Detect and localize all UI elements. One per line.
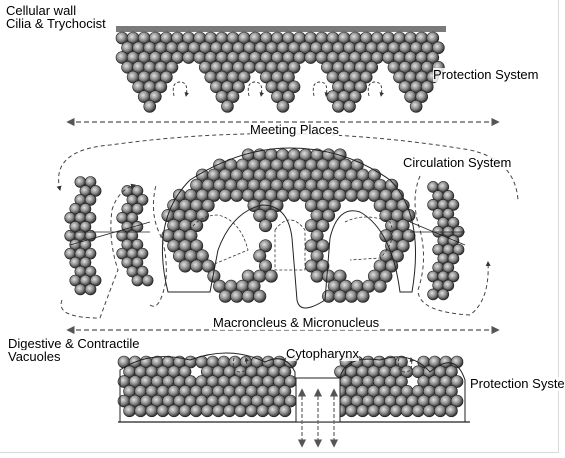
cell	[157, 405, 169, 417]
cell	[190, 405, 202, 417]
macronucleus-label: Macroncleus & Micronucleus	[213, 316, 379, 330]
cell	[231, 189, 243, 201]
cell	[412, 405, 424, 417]
cell	[344, 100, 356, 112]
left-inner-cells	[117, 185, 153, 286]
cell	[190, 260, 202, 272]
cell	[257, 405, 269, 417]
cell	[179, 260, 191, 272]
cell	[438, 289, 449, 300]
cell	[223, 405, 235, 417]
left-inner-loop	[150, 185, 166, 306]
cell	[346, 405, 358, 417]
cell	[146, 405, 158, 417]
top-protection-cells	[116, 32, 444, 112]
vacuole-loop	[248, 82, 262, 96]
cellular-wall-bar	[116, 26, 446, 32]
cell	[357, 189, 369, 201]
cell	[332, 100, 344, 112]
cell	[212, 405, 224, 417]
cell	[254, 290, 266, 302]
cell	[168, 405, 180, 417]
cell	[311, 270, 323, 282]
cell	[265, 270, 277, 282]
cell	[124, 405, 136, 417]
cell	[183, 52, 195, 64]
cell	[357, 290, 369, 302]
protection-system-bottom-label: Protection Syster	[470, 377, 565, 391]
cell	[135, 405, 147, 417]
cell	[268, 405, 280, 417]
cell	[219, 189, 231, 201]
cell	[246, 405, 258, 417]
cell	[428, 289, 439, 300]
cell	[242, 290, 254, 302]
cell	[357, 405, 369, 417]
cell	[445, 405, 457, 417]
circulation-system-label: Circulation System	[403, 156, 511, 170]
cell	[85, 284, 96, 295]
cell	[142, 275, 153, 286]
digestive-label-line2: Vacuoles	[8, 350, 61, 364]
vacuole-loop	[173, 82, 187, 96]
cell	[305, 52, 317, 64]
cell	[144, 100, 156, 112]
cell	[434, 405, 446, 417]
right-outer-cells	[428, 181, 464, 299]
cell	[277, 100, 289, 112]
cell	[75, 284, 86, 295]
cell	[368, 405, 380, 417]
cell	[279, 405, 291, 417]
cell	[179, 405, 191, 417]
vacuole-loop	[368, 82, 382, 96]
cell	[288, 189, 300, 201]
cell	[390, 405, 402, 417]
cell	[374, 280, 386, 292]
cell	[259, 219, 271, 231]
cell	[235, 405, 247, 417]
cell	[221, 100, 233, 112]
cell	[201, 405, 213, 417]
left-outer-cells	[65, 177, 101, 295]
cell	[219, 290, 231, 302]
cell	[423, 405, 435, 417]
cytopharynx-label: Cytopharynx	[286, 347, 359, 361]
cell	[132, 275, 143, 286]
cell	[231, 290, 243, 302]
cell	[334, 290, 346, 302]
cell	[401, 405, 413, 417]
meeting-places-label: Meeting Places	[250, 123, 339, 137]
vacuole-loop	[313, 82, 327, 96]
cell	[345, 189, 357, 201]
cell	[410, 100, 422, 112]
cell	[379, 405, 391, 417]
cell	[345, 290, 357, 302]
protection-system-top-label: Protection System	[433, 68, 539, 82]
cilia-label: Cilia & Trychocist	[6, 17, 106, 31]
